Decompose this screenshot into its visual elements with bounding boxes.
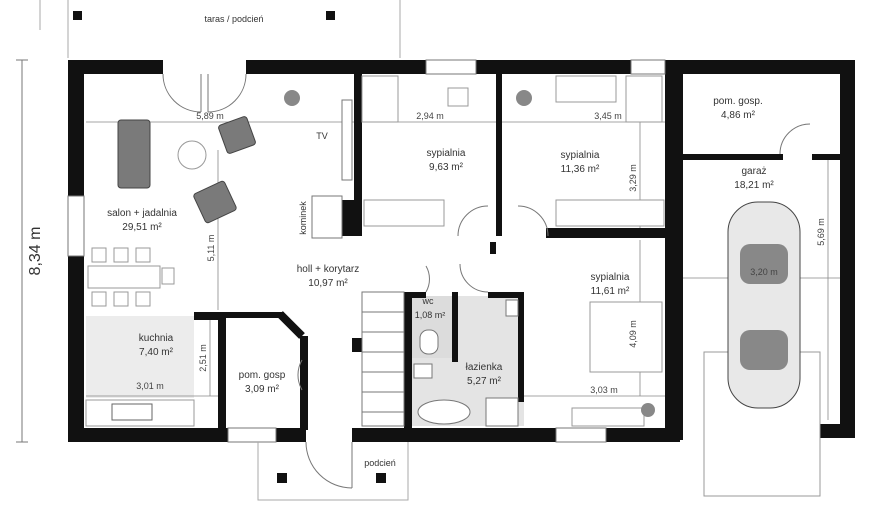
kuchnia-height: 2,51 m	[198, 344, 208, 372]
porch-outline	[257, 442, 409, 501]
bedroom-furniture	[361, 75, 665, 427]
sypialnia2-name: sypialnia	[561, 150, 600, 161]
lazienka-area: 5,27 m²	[467, 376, 502, 387]
sypialnia3-name: sypialnia	[591, 272, 630, 283]
sypialnia2-height: 3,29 m	[628, 164, 638, 192]
sypialnia3-height: 4,09 m	[628, 320, 638, 348]
living-furniture	[117, 116, 256, 224]
stairs	[361, 291, 405, 427]
dining-chairs	[91, 247, 175, 307]
sypialnia1-width: 2,94 m	[416, 111, 444, 121]
salon-width: 5,89 m	[196, 111, 224, 121]
sypialnia2-width: 3,45 m	[594, 111, 622, 121]
sypialnia3-width: 3,03 m	[590, 385, 618, 395]
salon-name: salon + jadalnia	[107, 208, 177, 219]
wc-name: wc	[422, 296, 434, 306]
kitchen-sink	[111, 403, 153, 421]
terrace-label: taras / podcień	[204, 14, 263, 24]
kuchnia-width: 3,01 m	[136, 381, 164, 391]
garaz-height: 5,69 m	[816, 218, 826, 246]
plant-icon	[284, 90, 655, 417]
doors	[162, 73, 811, 489]
storage-slant-wall	[277, 311, 305, 339]
pom-gosp2-name: pom. gosp	[239, 370, 286, 381]
dining-table	[87, 265, 161, 289]
terrace-post	[326, 11, 335, 20]
garaz-area: 18,21 m²	[734, 180, 774, 191]
garaz-name: garaż	[741, 166, 766, 177]
lazienka-name: łazienka	[466, 362, 503, 373]
wc-area: 1,08 m²	[415, 310, 446, 320]
sypialnia1-area: 9,63 m²	[429, 162, 464, 173]
overall-dimension-line	[16, 59, 28, 443]
sypialnia3-area: 11,61 m²	[591, 286, 630, 297]
salon-area: 29,51 m²	[122, 222, 162, 233]
porch-post	[376, 473, 386, 483]
pom-gosp1-area: 4,86 m²	[721, 110, 756, 121]
tv-cabinet	[341, 99, 353, 181]
side-table	[177, 140, 207, 170]
pom-gosp1-name: pom. gosp.	[713, 96, 762, 107]
windows	[67, 59, 666, 443]
sypialnia2-area: 11,36 m²	[561, 164, 600, 175]
kuchnia-area: 7,40 m²	[139, 347, 174, 358]
car-icon	[727, 201, 801, 409]
fireplace	[311, 195, 343, 239]
sypialnia1-name: sypialnia	[427, 148, 466, 159]
pom-gosp2-area: 3,09 m²	[245, 384, 280, 395]
garaz-width: 3,20 m	[750, 267, 778, 277]
holl-name: holl + korytarz	[297, 264, 360, 275]
overall-dimension: 8,34 m	[27, 227, 44, 276]
porch-label: podcień	[364, 458, 396, 468]
salon-height: 5,11 m	[206, 235, 216, 262]
terrace-post	[73, 11, 82, 20]
kitchen-floor	[86, 316, 194, 398]
kominek-label: kominek	[298, 201, 308, 235]
kuchnia-name: kuchnia	[139, 333, 174, 344]
bathroom-fixtures	[413, 299, 519, 427]
holl-area: 10,97 m²	[308, 278, 348, 289]
tv-label: TV	[316, 131, 328, 141]
terrace	[39, 0, 401, 58]
porch-post	[277, 473, 287, 483]
